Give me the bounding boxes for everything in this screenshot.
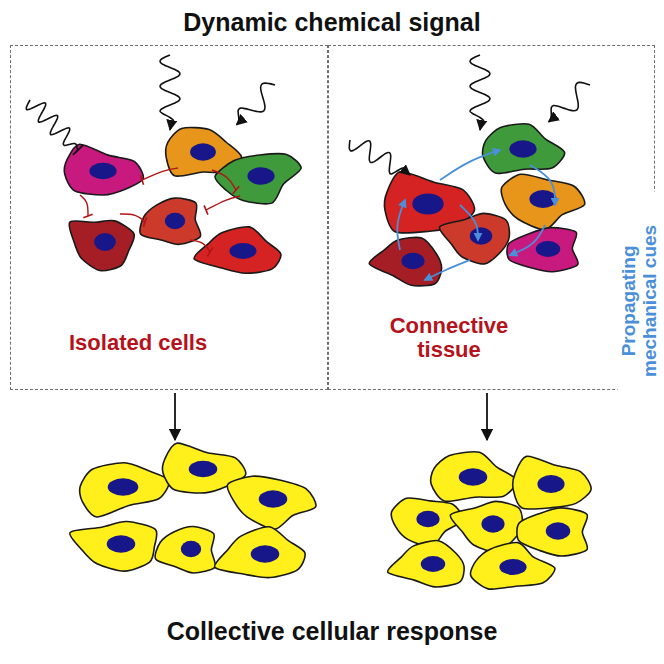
inhibition-bar [233,186,239,194]
flow-arrow [486,393,488,440]
panel-label: Connective tissue [374,314,524,362]
nucleus [416,511,439,528]
flow-arrow [174,393,176,440]
cell [501,174,585,229]
nucleus [401,253,424,270]
nucleus [259,490,288,507]
response-cell [215,527,306,578]
vertical-label: Propagating mechanical cues [617,192,661,411]
dashed-panel: Isolated cells [10,45,328,390]
nucleus [229,243,256,259]
inhibition-bar [204,205,208,214]
inhibition-bar [83,214,92,218]
mechanical-cue [460,205,478,240]
response-cell [431,452,517,502]
caption: Collective cellular response [0,617,664,646]
nucleus [190,143,216,160]
inhibition-line [142,168,178,180]
mechanical-cue [440,150,500,180]
nucleus [181,541,201,558]
nucleus [412,194,443,215]
cell [69,220,134,270]
chemical-signal [160,55,180,130]
nucleus [165,213,185,230]
cell [507,228,578,272]
cell [64,144,143,195]
inhibition-line [120,214,145,222]
cell [483,124,565,174]
nucleus [546,522,570,539]
response-cell [391,498,463,547]
response-cell [227,476,316,529]
nucleus [470,227,492,244]
nucleus [529,190,556,208]
cell [194,227,281,274]
inhibition-bar [140,175,143,184]
mechanical-cue [425,260,470,280]
inhibition-line [206,196,240,210]
nucleus [459,468,488,485]
nucleus [189,461,218,478]
title: Dynamic chemical signal [0,8,664,37]
inhibition-bar [143,217,146,227]
inhibition-line [190,240,210,252]
nucleus [536,241,560,257]
nucleus [94,233,116,251]
cell [369,237,441,286]
nucleus [247,167,274,184]
response-cell [388,541,465,587]
response-cell [155,527,215,573]
nucleus [499,559,526,575]
mechanical-cue [397,200,405,250]
response-cell [80,463,170,517]
cell [140,198,201,244]
dashed-panel: Connective tissuePropagating mechanical … [328,45,655,390]
response-cell [70,521,157,571]
response-cell [470,542,554,589]
chemical-signal [349,140,410,175]
nucleus [89,163,116,180]
inhibition-bar [73,145,83,155]
nucleus [107,535,136,552]
chemical-signal [26,100,78,150]
inhibition-bar [207,248,212,257]
nucleus [421,556,445,572]
nucleus [108,478,139,495]
chemical-signal [237,83,275,125]
panel-label: Isolated cells [69,331,207,355]
nucleus [509,140,536,157]
chemical-signal [470,55,490,130]
nucleus [251,545,280,562]
nucleus [537,475,564,493]
chemical-signal [549,82,590,121]
inhibition-line [212,170,236,190]
nucleus [481,515,504,532]
inhibition-line [80,195,88,216]
mechanical-cue [510,225,545,255]
mechanical-cue [530,165,555,205]
response-cell [517,508,588,556]
response-cell [513,456,591,509]
